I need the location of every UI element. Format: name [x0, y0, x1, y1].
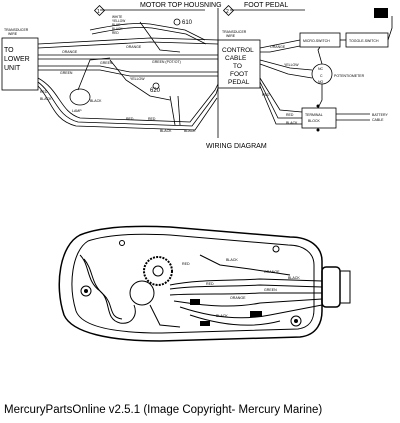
- gear-hub: [152, 265, 164, 277]
- pot-letter-no: NO: [318, 80, 324, 84]
- callout-1-marker: [93, 4, 106, 17]
- motor-boss: [129, 280, 155, 306]
- transducer-right-line-1: TRANSDUCER: [222, 30, 247, 34]
- photo-label-black-3: BLACK: [216, 314, 228, 318]
- control-cable-line-5: PEDAL: [228, 79, 250, 86]
- component-block-3: [200, 321, 210, 326]
- callout-620: 620: [150, 88, 161, 94]
- housing-outline: [58, 225, 323, 342]
- motor-top-title: MOTOR TOP HOUSNING: [140, 2, 222, 9]
- connector-cap: [340, 270, 351, 304]
- wire-label-green-pot: GREEN (POT/OT): [152, 60, 181, 64]
- wire-label-red: RED: [40, 90, 48, 94]
- photo-label-red: RED: [182, 262, 190, 266]
- photo-label-black: BLACK: [226, 258, 238, 262]
- wire-label-black: BLACK: [40, 97, 52, 101]
- plug-icon: [374, 8, 388, 18]
- wire-label-orange: ORANGE: [62, 50, 78, 54]
- component-block-1: [190, 299, 200, 305]
- wire-black: BLACK: [112, 27, 123, 31]
- diagram-title: WIRING DIAGRAM: [206, 143, 267, 150]
- wire-label-black-right: BLACK: [286, 121, 298, 125]
- lower-unit-line-3: UNIT: [4, 65, 21, 72]
- transducer-left-line-2: WIRE: [8, 32, 18, 36]
- photo-label-orange: ORANGE: [264, 270, 280, 274]
- gear: [143, 256, 173, 286]
- wire-label-red-right: RED: [262, 93, 270, 97]
- wiring-diagram: MOTOR TOP HOUSNING FOOT PEDAL WIRING DIA…: [1, 2, 393, 150]
- wire-label-orange-2: ORANGE: [126, 45, 142, 49]
- transducer-right-line-2: WIRE: [226, 34, 236, 38]
- control-cable-line-1: CONTROL: [222, 47, 254, 54]
- callout-610-marker: [173, 18, 181, 26]
- terminal-block-line-2: BLOCK: [308, 119, 321, 123]
- wire-label-black-3: BLACK: [160, 129, 172, 133]
- potentiometer-label: POTENTIOMETER: [334, 74, 365, 78]
- photo-label-red-2: RED: [206, 282, 214, 286]
- control-cable-line-3: TO: [233, 63, 242, 70]
- terminal-block-line-1: TERMINAL: [305, 113, 323, 117]
- wire-label-yellow-right: YELLOW: [284, 63, 299, 67]
- pot-letter-c: C: [320, 74, 323, 78]
- wire-white: WHITE: [112, 15, 122, 19]
- wire-label-black-2: BLACK: [90, 99, 102, 103]
- wire-label-green-2: GREEN: [100, 61, 113, 65]
- wire-label-black-4: BLACK: [184, 129, 196, 133]
- lower-unit-line-1: TO: [4, 47, 14, 54]
- callout-610: 610: [182, 20, 193, 26]
- image-caption: MercuryPartsOnline v2.5.1 (Image Copyrig…: [4, 404, 323, 416]
- wire-yellow: YELLOW: [112, 19, 125, 23]
- component-block-2: [250, 311, 262, 317]
- photo-label-black-2: BLACK: [288, 276, 300, 280]
- lower-unit-box: [1, 37, 39, 91]
- photo-label-green: GREEN: [264, 288, 277, 292]
- micro-switch-label: MICRO-SWITCH: [303, 39, 330, 43]
- toggle-switch-label: TOGGLE-SWITCH: [349, 39, 379, 43]
- wire-label-red-right-2: RED: [286, 113, 294, 117]
- screw-hole-right: [290, 315, 302, 327]
- motor-housing-photo: RED BLACK ORANGE BLACK RED GREEN ORANGE …: [58, 225, 351, 342]
- wire-label-green: GREEN: [60, 71, 73, 75]
- terminal-block-box: [301, 107, 337, 129]
- wire-label-yellow: YELLOW: [130, 77, 145, 81]
- control-cable-line-2: CABLE: [225, 55, 247, 62]
- transducer-left-line-1: TRANSDUCER: [4, 28, 29, 32]
- screw-hole-top-left: [119, 240, 125, 246]
- wire-label-orange-right: ORANGE: [270, 45, 286, 49]
- battery-cable-line-2: CABLE: [372, 118, 384, 122]
- lamp-label: LAMP: [72, 109, 82, 113]
- photo-label-orange-2: ORANGE: [230, 296, 246, 300]
- housing-inner-outline: [71, 233, 315, 334]
- pot-letter-nc: NC: [318, 67, 324, 71]
- callout-1: 1: [97, 9, 100, 15]
- screw-hole-top: [272, 245, 280, 253]
- lower-unit-line-2: LOWER: [4, 56, 30, 63]
- wire-red: RED: [112, 31, 119, 35]
- battery-cable-line-1: BATTERY: [372, 113, 388, 117]
- callout-2: 2: [226, 9, 229, 15]
- callout-2-marker: [222, 4, 235, 17]
- control-cable-line-4: FOOT: [230, 71, 248, 78]
- screw-hole-left: [80, 285, 92, 297]
- lamp-bulb: [69, 88, 91, 106]
- connector-housing: [321, 266, 341, 308]
- wire-label-red-2: RED: [126, 117, 134, 121]
- wire-label-red-3: RED: [148, 117, 156, 121]
- wire-blue: BLUE: [112, 23, 120, 27]
- callout-620-marker: [152, 82, 160, 90]
- coiled-wire: [79, 254, 136, 324]
- foot-pedal-title: FOOT PEDAL: [244, 2, 288, 9]
